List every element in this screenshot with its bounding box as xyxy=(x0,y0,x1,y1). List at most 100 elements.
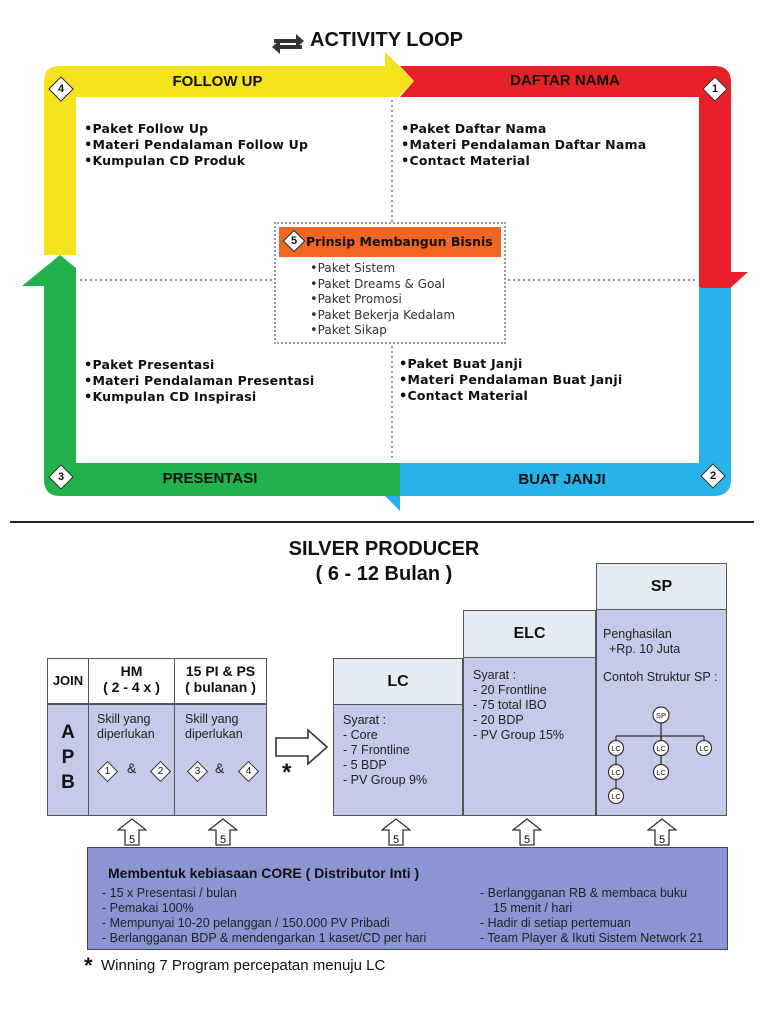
up-arrow-icon: 5 xyxy=(512,818,542,846)
arrow-num: 5 xyxy=(524,834,530,846)
amp-text: & xyxy=(215,760,225,776)
tree-node-label: LC xyxy=(656,744,666,753)
up-arrow-icon: 5 xyxy=(117,818,147,846)
list-item: - PV Group 15% xyxy=(473,728,565,742)
hm-cell: Skill yang diperlukan 1 & 2 xyxy=(89,704,175,816)
lc-cell: Syarat : - Core - 7 Frontline - 5 BDP - … xyxy=(333,704,463,816)
list-item: Paket Bekerja Kedalam xyxy=(310,308,455,324)
sp-amount: +Rp. 10 Juta xyxy=(609,642,681,656)
list-item: Paket Daftar Nama xyxy=(401,121,646,137)
silver-subtitle: ( 6 - 12 Bulan ) xyxy=(315,563,453,585)
elc-syarat: Syarat : xyxy=(473,668,517,682)
up-arrow-icon: 5 xyxy=(647,818,677,846)
presentasi-list: Paket Presentasi Materi Pendalaman Prese… xyxy=(84,357,315,405)
hm-title: HM xyxy=(120,663,143,679)
core-left-list: - 15 x Presentasi / bulan - Pemakai 100%… xyxy=(102,886,426,946)
pi-sub: ( bulanan ) xyxy=(185,679,256,695)
tree-node-label: LC xyxy=(656,768,666,777)
arrow-num: 5 xyxy=(129,834,135,846)
list-item: Kumpulan CD Produk xyxy=(84,153,308,169)
list-item: Paket Promosi xyxy=(310,292,455,308)
step-badge-4: 4 xyxy=(237,760,260,783)
follow-up-list: Paket Follow Up Materi Pendalaman Follow… xyxy=(84,121,308,169)
loop-title: ACTIVITY LOOP xyxy=(310,29,463,51)
right-arrow-icon xyxy=(275,728,329,766)
presentasi-label: PRESENTASI xyxy=(162,470,258,487)
step-badge-1: 1 xyxy=(96,760,119,783)
list-item: Paket Sistem xyxy=(310,261,455,277)
elc-header: ELC xyxy=(463,610,596,658)
tree-node-label: LC xyxy=(611,744,621,753)
list-item: Paket Presentasi xyxy=(84,357,314,373)
pi-header: 15 PI & PS ( bulanan ) xyxy=(175,658,267,704)
center-title: Prinsip Membangun Bisnis xyxy=(306,234,493,249)
list-item: - 7 Frontline xyxy=(343,743,410,757)
list-item: Materi Pendalaman Buat Janji xyxy=(399,372,623,388)
elc-cell: Syarat : - 20 Frontline - 75 total IBO -… xyxy=(463,657,596,816)
sp-penghasilan: Penghasilan xyxy=(603,627,672,641)
sp-header: SP xyxy=(596,563,727,610)
list-item: - Berlangganan BDP & mendengarkan 1 kase… xyxy=(102,931,427,945)
core-title: Membentuk kebiasaan CORE ( Distributor I… xyxy=(108,865,420,881)
buat-janji-list: Paket Buat Janji Materi Pendalaman Buat … xyxy=(399,356,623,404)
list-item: - 20 Frontline xyxy=(473,683,547,697)
sp-contoh: Contoh Struktur SP : xyxy=(603,670,718,684)
follow-up-label: FOLLOW UP xyxy=(172,73,263,90)
lc-header: LC xyxy=(333,658,463,705)
list-item: - Berlangganan RB & membaca buku xyxy=(480,886,688,900)
loop-icon xyxy=(270,30,310,54)
list-item: - 20 BDP xyxy=(473,713,524,727)
buat-janji-label: BUAT JANJI xyxy=(518,471,606,488)
hm-skill: Skill yang diperlukan xyxy=(97,712,155,741)
section-divider xyxy=(10,521,754,523)
pi-cell: Skill yang diperlukan 3 & 4 xyxy=(175,704,267,816)
tree-node-label: LC xyxy=(611,792,621,801)
list-item: Paket Dreams & Goal xyxy=(310,277,455,293)
hm-sub: ( 2 - 4 x ) xyxy=(103,679,160,695)
lc-syarat: Syarat : xyxy=(343,713,387,727)
list-item: - 15 x Presentasi / bulan xyxy=(102,886,237,900)
step-badge-2: 2 xyxy=(149,760,172,783)
apb-letter: A xyxy=(61,722,75,743)
amp-text: & xyxy=(127,760,137,776)
list-item: - Team Player & Ikuti Sistem Network 21 xyxy=(480,931,704,945)
apb-cell: A P B xyxy=(47,704,89,816)
daftar-nama-label: DAFTAR NAMA xyxy=(510,72,620,89)
list-item: Contact Material xyxy=(399,388,622,404)
join-cell: JOIN xyxy=(47,658,89,704)
list-item: - PV Group 9% xyxy=(343,773,428,787)
core-right-list: - Berlangganan RB & membaca buku 15 meni… xyxy=(480,886,703,946)
core-box: Membentuk kebiasaan CORE ( Distributor I… xyxy=(87,847,728,950)
up-arrow-icon: 5 xyxy=(381,818,411,846)
list-item: Materi Pendalaman Follow Up xyxy=(84,137,308,153)
footnote-text: Winning 7 Program percepatan menuju LC xyxy=(101,957,386,974)
sp-cell: Penghasilan +Rp. 10 Juta Contoh Struktur… xyxy=(596,609,727,816)
arrow-num: 5 xyxy=(393,834,399,846)
tree-node-label: LC xyxy=(611,768,621,777)
step-badge-3: 3 xyxy=(186,760,209,783)
list-item: Materi Pendalaman Presentasi xyxy=(84,373,315,389)
apb-letter: P xyxy=(61,747,75,768)
list-item: Paket Buat Janji xyxy=(399,356,622,372)
star-mark: * xyxy=(282,759,292,786)
tree-node-label: LC xyxy=(699,744,709,753)
center-list: Paket Sistem Paket Dreams & Goal Paket P… xyxy=(310,261,455,339)
list-item: - Hadir di setiap pertemuan xyxy=(480,916,631,930)
apb-letter: B xyxy=(61,772,75,793)
list-item: Paket Follow Up xyxy=(84,121,308,137)
list-item: - Pemakai 100% xyxy=(102,901,194,915)
silver-title: SILVER PRODUCER xyxy=(288,538,480,560)
arrow-num: 5 xyxy=(659,834,665,846)
up-arrow-icon: 5 xyxy=(208,818,238,846)
daftar-nama-list: Paket Daftar Nama Materi Pendalaman Daft… xyxy=(401,121,647,169)
arrow-num: 5 xyxy=(220,834,226,846)
hm-header: HM ( 2 - 4 x ) xyxy=(89,658,175,704)
list-item: Materi Pendalaman Daftar Nama xyxy=(401,137,647,153)
pi-skill: Skill yang diperlukan xyxy=(185,712,243,741)
list-item: - 5 BDP xyxy=(343,758,387,772)
list-item: Paket Sikap xyxy=(310,323,455,339)
sp-structure-tree: SP LC LC LC LC LC LC xyxy=(607,706,713,805)
list-item: 15 menit / hari xyxy=(493,901,573,915)
pi-title: 15 PI & PS xyxy=(185,663,256,679)
list-item: Kumpulan CD Inspirasi xyxy=(84,389,314,405)
